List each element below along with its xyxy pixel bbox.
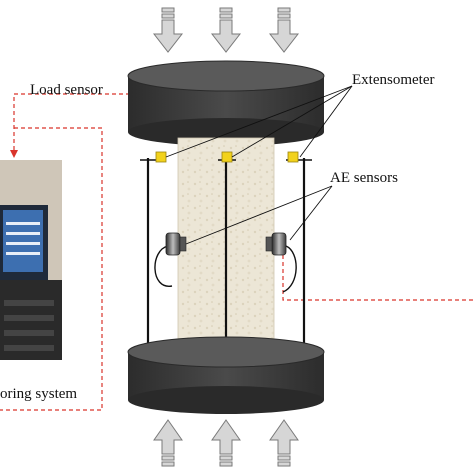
- up-arrow-icon: [211, 419, 241, 467]
- up-arrow-icon: [269, 419, 299, 467]
- top-platen: [127, 60, 325, 146]
- down-arrow-icon: [268, 7, 300, 53]
- load-sensor-line: [13, 93, 130, 150]
- extensometer-clip-center: [221, 151, 233, 163]
- leader-lines: [165, 85, 353, 245]
- load-sensor-label: Load sensor: [30, 82, 103, 98]
- load-line-arrowhead: [10, 150, 18, 158]
- extensometer-leader-3: [165, 85, 353, 158]
- load-arrows: [152, 7, 300, 53]
- extensometer-leader-2: [231, 85, 353, 158]
- extensometer-clips: [155, 151, 299, 163]
- extensometer-rods: [146, 158, 306, 350]
- monitor-screen: [3, 210, 43, 272]
- extensometer-leader-1: [299, 85, 353, 158]
- ae-sensor-left: [154, 232, 187, 287]
- extensometer-clip-left: [155, 151, 167, 163]
- monitoring-box-line: [0, 127, 103, 411]
- extensometer-label: Extensometer: [352, 72, 434, 88]
- support-arrows: [153, 419, 299, 467]
- ae-sensor-right: [265, 232, 297, 293]
- ae-leader-2: [289, 185, 333, 241]
- monitoring-system-label: oring system: [0, 386, 77, 402]
- ae-leader-1: [185, 185, 333, 245]
- bottom-platen: [127, 336, 325, 414]
- signal-lines: [0, 93, 474, 411]
- ae-sensor-line: [282, 255, 474, 301]
- up-arrow-icon: [153, 419, 183, 467]
- down-arrow-icon: [152, 7, 184, 53]
- monitoring-photo: [0, 160, 62, 360]
- ae-sensors-label: AE sensors: [330, 170, 398, 186]
- down-arrow-icon: [210, 7, 242, 53]
- extensometer-clip-right: [287, 151, 299, 163]
